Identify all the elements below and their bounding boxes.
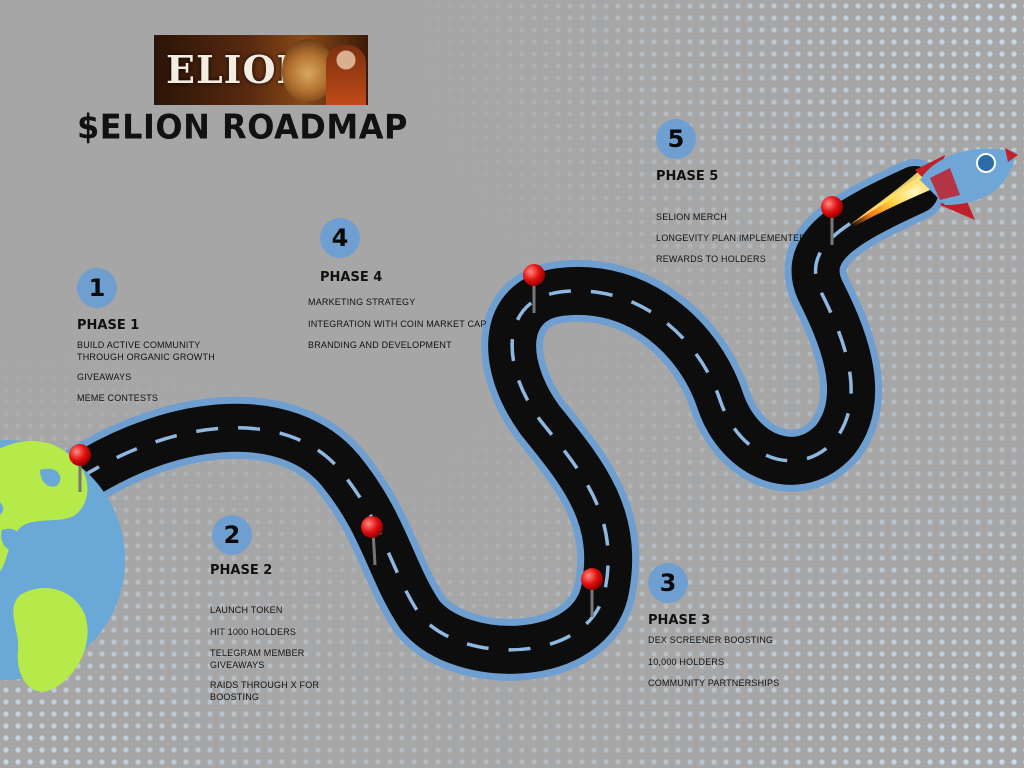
map-pin-icon [361,516,383,566]
elion-logo: ELION [154,35,368,105]
phase-2-badge: 2 [212,515,252,555]
phase-4-title: PHASE 4 [320,270,383,285]
phase-2-item: TELEGRAM MEMBER GIVEAWAYS [210,648,305,670]
globe-icon [0,440,125,692]
phase-1-item: MEME CONTESTS [77,393,159,403]
phase-5-item: SELION MERCH [656,212,727,222]
phase-5-item: REWARDS TO HOLDERS [656,254,766,264]
phase-4-badge: 4 [320,218,360,258]
phase-2-item: RAIDS THROUGH X FOR BOOSTING [210,680,320,702]
phase-2-item: LAUNCH TOKEN [210,605,283,615]
phase-2-item: HIT 1000 HOLDERS [210,627,297,637]
phase-5-title: PHASE 5 [656,169,719,184]
phase-5-item: LONGEVITY PLAN IMPLEMENTED [656,233,807,243]
phase-3-item: COMMUNITY PARTNERSHIPS [648,678,780,688]
phase-3-item: 10,000 HOLDERS [648,657,725,667]
phase-3-badge: 3 [648,563,688,603]
phase-4-item: BRANDING AND DEVELOPMENT [308,340,452,350]
phase-5-badge: 5 [656,119,696,159]
map-pin-icon [523,264,545,313]
lion-icon [282,39,334,101]
phase-4-item: MARKETING STRATEGY [308,297,416,307]
phase-3-title: PHASE 3 [648,613,711,628]
phase-1-badge: 1 [77,268,117,308]
phase-3-item: DEX SCREENER BOOSTING [648,635,774,645]
phase-1-item: GIVEAWAYS [77,372,132,382]
person-image [326,45,366,105]
map-pin-icon [69,444,91,492]
map-pin-icon [581,568,603,617]
phase-2-title: PHASE 2 [210,563,273,578]
phase-4-item: INTEGRATION WITH COIN MARKET CAP [308,319,487,329]
phase-1-item: BUILD ACTIVE COMMUNITY THROUGH ORGANIC G… [77,340,215,362]
page-title: $ELION ROADMAP [77,107,408,147]
map-pin-icon [821,196,843,245]
rocket-icon [830,148,1018,240]
phase-1-title: PHASE 1 [77,318,140,333]
